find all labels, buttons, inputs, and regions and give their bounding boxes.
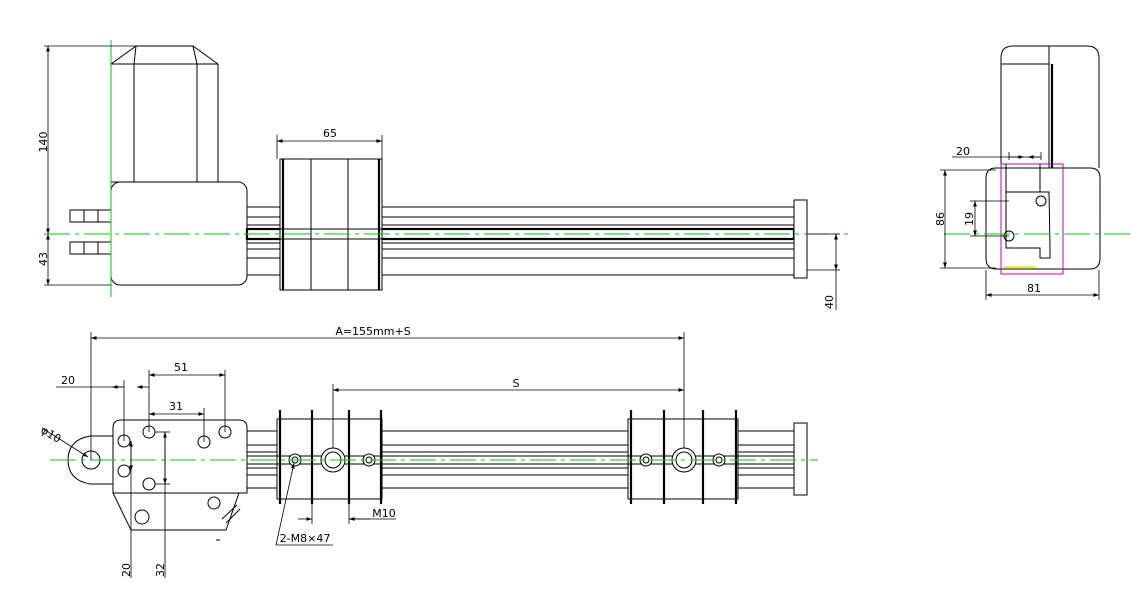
dim-stroke: S bbox=[332, 377, 684, 448]
dim-thread: M10 bbox=[298, 468, 396, 524]
motor-housing bbox=[110, 45, 219, 183]
dim-65-label: 65 bbox=[323, 127, 337, 140]
dim-plan-20-label: 20 bbox=[61, 374, 75, 387]
side-upper-hole bbox=[1035, 195, 1047, 207]
dim-bottom-32-label: 32 bbox=[154, 563, 167, 577]
screw-callout: 2-M8×47 bbox=[275, 462, 333, 546]
plan-view: A=155mm+S S 20 51 31 bbox=[38, 325, 818, 578]
dim-81-label: 81 bbox=[1027, 282, 1041, 295]
dim-side-offset: 20 bbox=[952, 145, 1042, 160]
dim-screw-label: 2-M8×47 bbox=[280, 532, 331, 545]
dim-lower-height: 43 bbox=[37, 234, 111, 286]
mounting-block bbox=[279, 158, 383, 291]
plan-mount-block-rear bbox=[627, 410, 739, 504]
rod-end bbox=[793, 199, 808, 279]
dim-side-20-label: 20 bbox=[956, 145, 970, 158]
dim-A-label: A=155mm+S bbox=[335, 325, 410, 338]
rear-tabs bbox=[69, 209, 112, 255]
dim-43-label: 43 bbox=[37, 252, 50, 266]
dim-rod-end: 40 bbox=[807, 233, 840, 310]
dim-bottom-20-label: 20 bbox=[120, 563, 133, 577]
side-bracket-profile bbox=[1005, 164, 1051, 259]
dim-51-label: 51 bbox=[174, 361, 188, 374]
side-body-outline bbox=[985, 167, 1101, 270]
plan-mount-block-front bbox=[276, 410, 383, 504]
dim-side-height: 86 bbox=[934, 169, 996, 269]
dim-motor-height: 140 bbox=[37, 45, 136, 234]
dim-86-label: 86 bbox=[934, 212, 947, 226]
dim-plan-51: 51 bbox=[148, 361, 226, 432]
dim-19-label: 19 bbox=[963, 212, 976, 226]
dim-tube-width: 65 bbox=[276, 127, 383, 159]
plan-gearbox bbox=[112, 419, 248, 531]
side-view: 20 86 19 81 bbox=[934, 45, 1131, 300]
plan-rod-end bbox=[793, 422, 808, 496]
dim-plan-20: 20 bbox=[56, 374, 149, 441]
dim-side-width: 81 bbox=[985, 270, 1100, 300]
dim-40-label: 40 bbox=[823, 295, 836, 309]
side-motor-outline bbox=[1000, 45, 1100, 168]
dim-31-label: 31 bbox=[169, 400, 183, 413]
dim-phi10-label: φ10 bbox=[38, 424, 63, 446]
front-view: 140 43 65 40 bbox=[37, 40, 848, 310]
dim-total-length: A=155mm+S bbox=[90, 325, 685, 460]
side-highlight-frame bbox=[1000, 163, 1064, 275]
dim-M10-label: M10 bbox=[372, 507, 396, 520]
dim-S-label: S bbox=[513, 377, 520, 390]
dim-plan-31: 31 bbox=[149, 400, 205, 442]
dim-side-hole-spacing: 19 bbox=[963, 200, 1009, 237]
dim-140-label: 140 bbox=[37, 132, 50, 153]
